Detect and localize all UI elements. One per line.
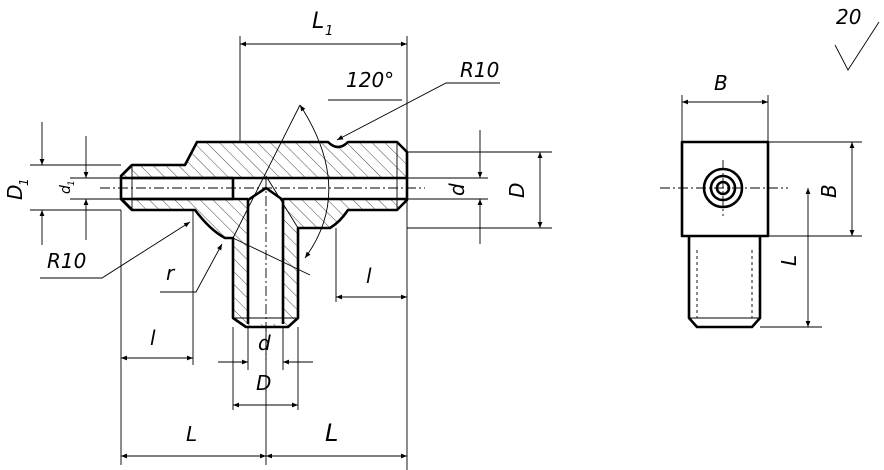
dim-d-bottom-label: d — [258, 331, 271, 355]
left-small-bore-outline — [120, 164, 133, 211]
dim-L-side-label: L — [777, 255, 801, 266]
roughness-check-mark — [834, 21, 880, 71]
dim-D-right-label: D — [505, 183, 529, 198]
dim-B-right-label: B — [817, 184, 841, 198]
angle-label: 120° — [346, 68, 394, 92]
extension-lines — [30, 36, 552, 470]
dim-L-right-label: L — [325, 419, 338, 447]
dim-D1-subscript: 1 — [17, 178, 31, 186]
side-extension-lines — [681, 95, 862, 328]
dim-d-right-label: d — [445, 183, 469, 196]
chamfer-lines — [131, 142, 398, 319]
body-outline — [119, 140, 409, 329]
dim-d1-label: d — [58, 185, 74, 194]
r10-left-leader — [40, 221, 191, 279]
dim-d1-subscript: 1 — [67, 180, 77, 186]
side-view-stem — [687, 236, 762, 329]
r10-top-leader — [336, 82, 500, 141]
dim-D-bottom-label: D — [256, 371, 271, 395]
side-view: B B L — [660, 71, 862, 329]
r-label: r — [166, 261, 176, 285]
angle-arc — [299, 104, 330, 259]
cone-lines — [232, 104, 311, 276]
roughness-symbol: 20 — [834, 5, 880, 71]
dim-l1-label: L — [312, 9, 324, 34]
side-view-body — [680, 140, 770, 238]
vertical-bore — [248, 188, 283, 324]
dim-l-right-label: l — [366, 264, 372, 288]
bore-step — [121, 176, 233, 201]
dim-l1-subscript: 1 — [325, 24, 333, 39]
dim-L-left-label: L — [186, 422, 197, 446]
r10-left-label: R10 — [47, 249, 86, 273]
r-leader — [160, 243, 223, 293]
dim-l-left-label: l — [150, 326, 156, 350]
front-view-section — [100, 104, 425, 360]
roughness-value: 20 — [836, 5, 861, 29]
front-view-dimensions: L 1 120° R10 R10 r d D D 1 d 1 l — [3, 9, 552, 470]
dim-B-top-label: B — [714, 71, 728, 95]
dim-D1-label: D — [3, 185, 27, 200]
r10-top-label: R10 — [460, 58, 499, 82]
